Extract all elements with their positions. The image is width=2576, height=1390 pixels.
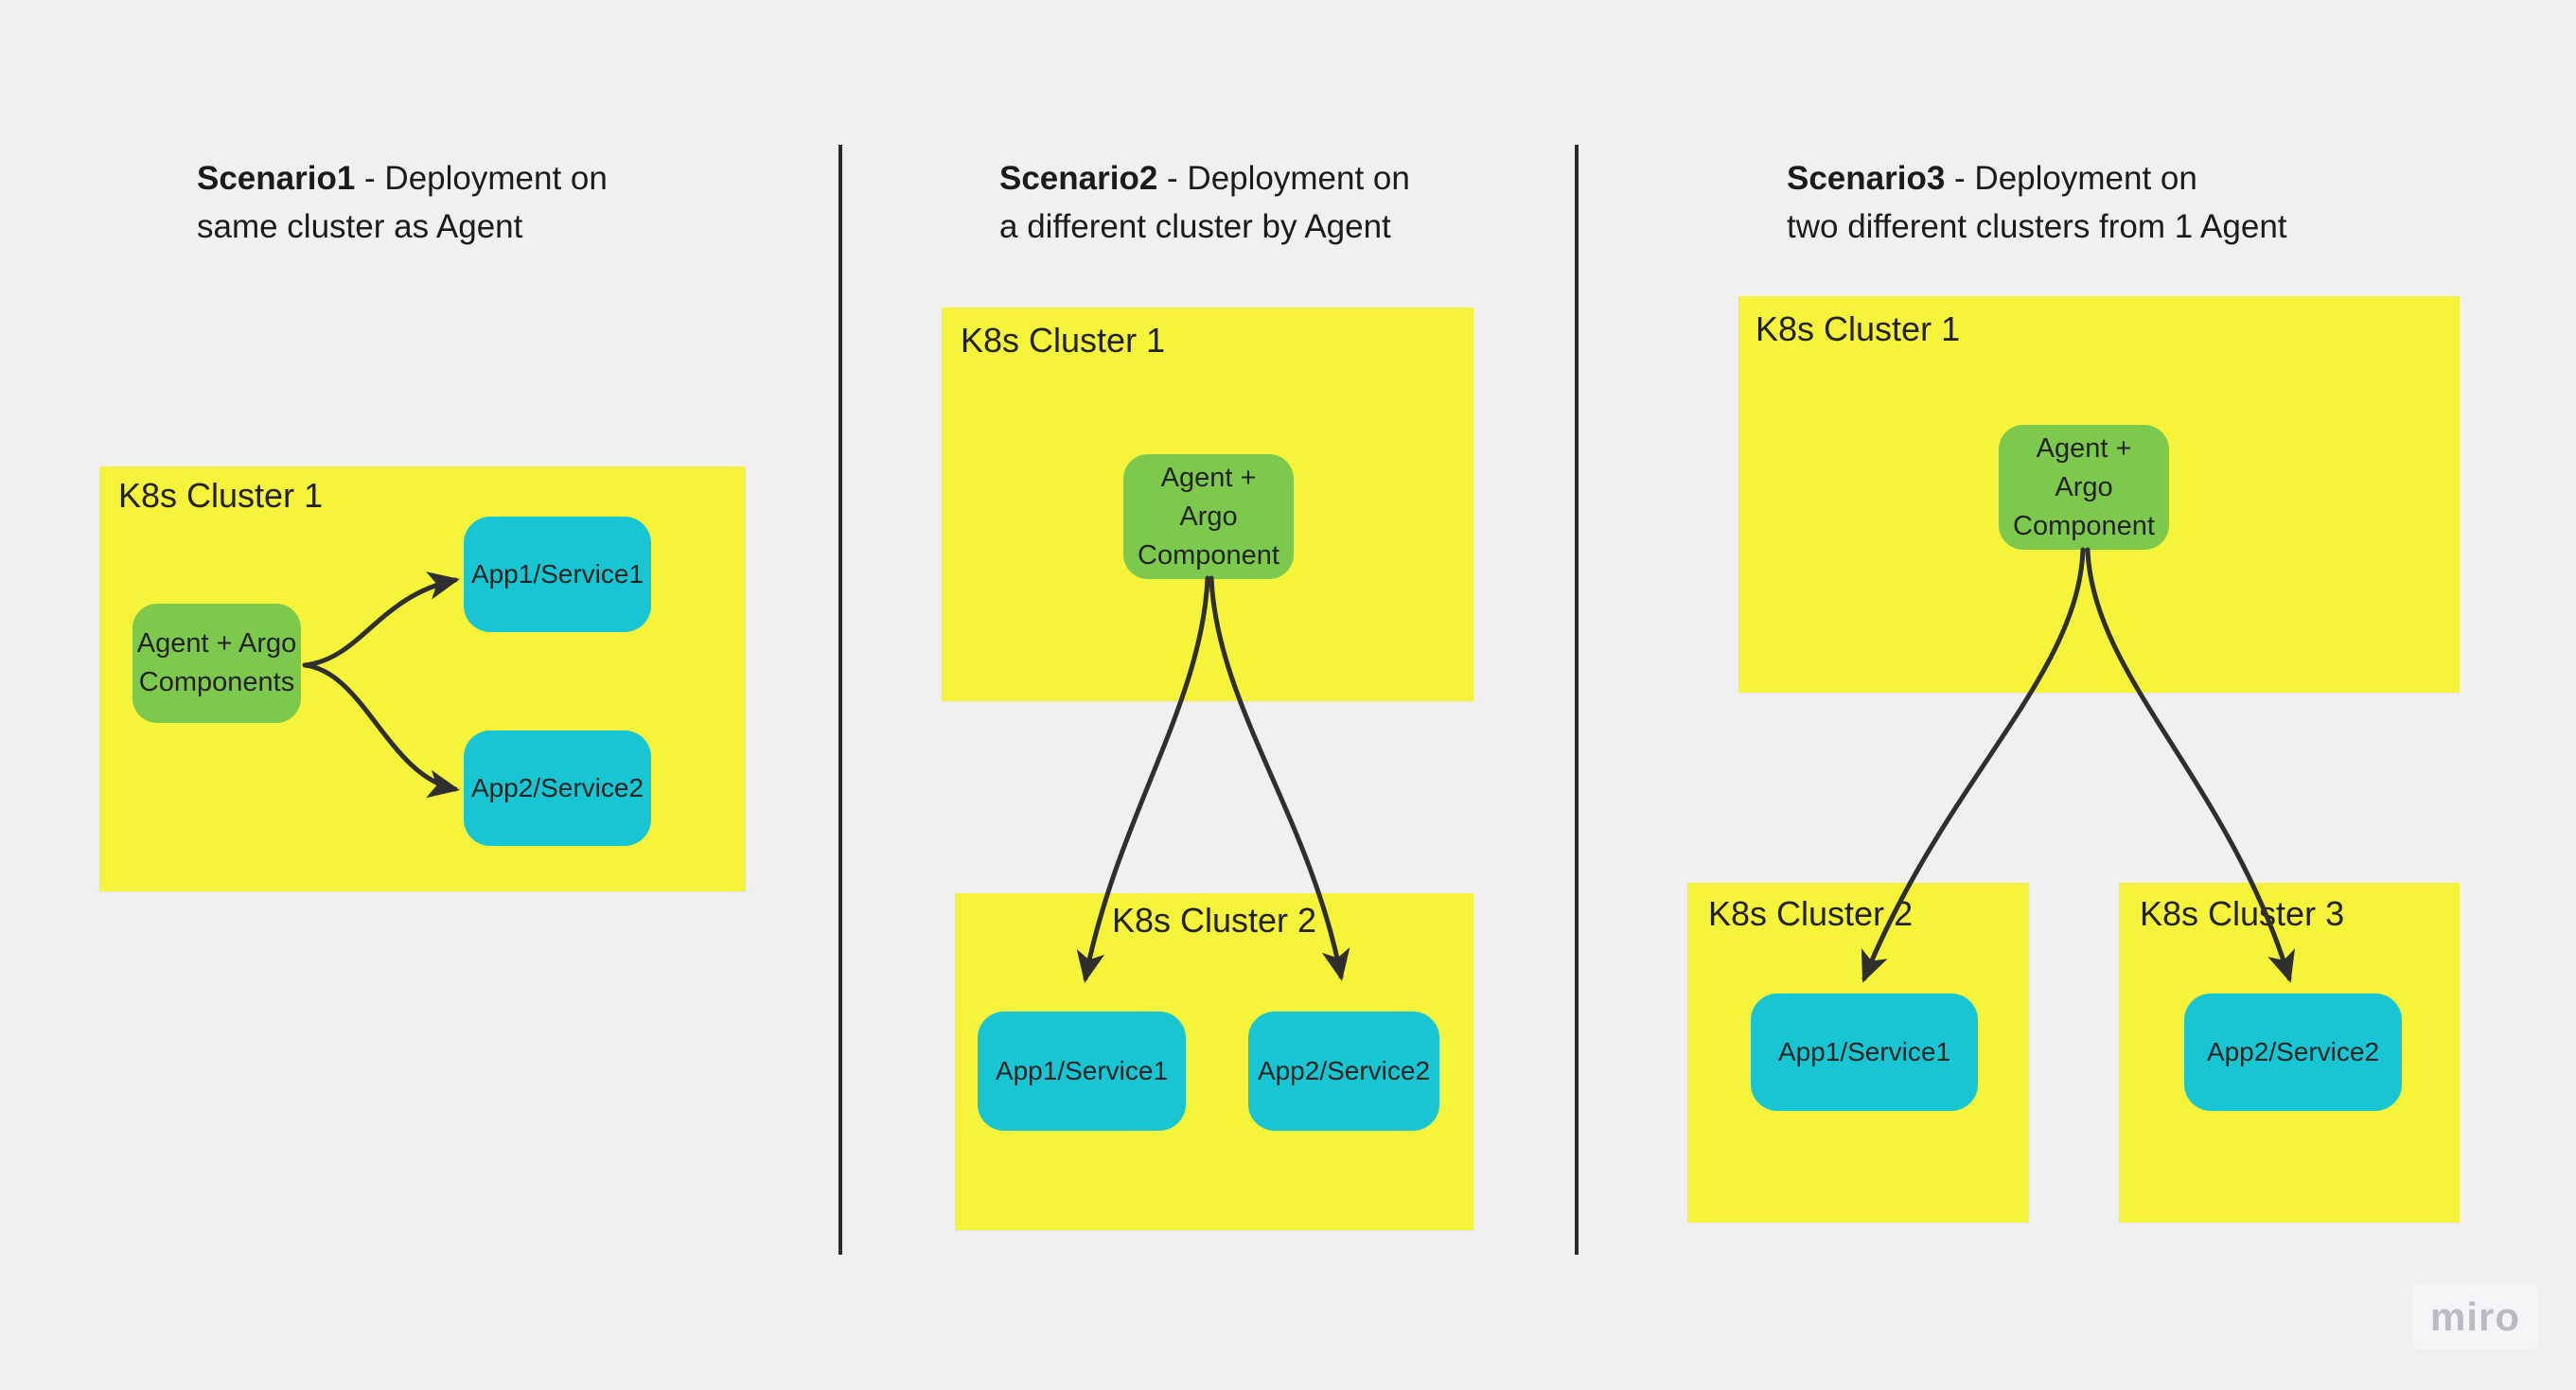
s3-agent-label-line2: Argo	[2055, 471, 2113, 502]
scenario3-title-line1: Scenario3 - Deployment on	[1787, 154, 2287, 202]
s3-app1-label: App1/Service1	[1777, 1037, 1951, 1066]
s1-agent-label-line1: Agent + Argo	[136, 628, 297, 659]
s2-agent-label-line1: Agent +	[1160, 462, 1257, 493]
miro-watermark-label: miro	[2429, 1293, 2520, 1339]
s3-cluster3-label: K8s Cluster 3	[2140, 894, 2345, 933]
s2-agent-label-line3: Component	[1138, 539, 1279, 571]
s3-agent-label-line1: Agent +	[2036, 432, 2132, 464]
scenario2-title-bold: Scenario2	[999, 160, 1158, 197]
s1-agent-node[interactable]: Agent + Argo Components	[132, 604, 301, 723]
scenario1-title-rest: - Deployment on	[355, 160, 608, 197]
s2-app2-label: App2/Service2	[1257, 1056, 1431, 1085]
scenario2-title-line1: Scenario2 - Deployment on	[999, 154, 1410, 202]
s1-app2-label: App2/Service2	[470, 773, 644, 802]
s3-agent-node[interactable]: Agent + Argo Component	[1999, 425, 2169, 550]
s2-app1-node[interactable]: App1/Service1	[978, 1012, 1186, 1131]
scenario3-title-bold: Scenario3	[1787, 160, 1946, 197]
s3-app1-node[interactable]: App1/Service1	[1751, 994, 1978, 1111]
s2-agent-label-line2: Argo	[1179, 501, 1238, 532]
s1-app2-node[interactable]: App2/Service2	[464, 730, 651, 846]
scenario2-title-line2: a different cluster by Agent	[999, 208, 1391, 245]
s1-cluster1-label: K8s Cluster 1	[118, 476, 324, 515]
scenario1-title-line1: Scenario1 - Deployment on	[197, 154, 608, 202]
s1-app1-label: App1/Service1	[470, 559, 644, 589]
s2-cluster2-label: K8s Cluster 2	[1111, 901, 1317, 940]
s3-app2-node[interactable]: App2/Service2	[2184, 994, 2402, 1111]
scenario1-title-line2: same cluster as Agent	[197, 208, 523, 245]
s1-agent-label-line2: Components	[138, 667, 295, 697]
s2-app2-node[interactable]: App2/Service2	[1248, 1012, 1439, 1131]
miro-watermark-badge[interactable]: miro	[2412, 1284, 2538, 1349]
s2-app1-label: App1/Service1	[995, 1056, 1169, 1085]
scenario1-title-bold: Scenario1	[197, 160, 356, 197]
scenario3-title-line2: two different clusters from 1 Agent	[1787, 208, 2287, 245]
scenario2-title-rest: - Deployment on	[1157, 160, 1410, 197]
s3-cluster2-label: K8s Cluster 2	[1708, 894, 1914, 933]
s3-app2-label: App2/Service2	[2206, 1037, 2380, 1066]
s3-cluster1-label: K8s Cluster 1	[1756, 309, 1961, 348]
s1-app1-node[interactable]: App1/Service1	[464, 517, 651, 632]
divider-line-1[interactable]	[838, 145, 842, 1255]
scenario3-title[interactable]: Scenario3 - Deployment on two different …	[1787, 154, 2287, 251]
s2-cluster1-label: K8s Cluster 1	[961, 321, 1166, 360]
scenario1-title[interactable]: Scenario1 - Deployment on same cluster a…	[197, 154, 608, 251]
s3-agent-label-line3: Component	[2013, 510, 2155, 541]
scenario3-title-rest: - Deployment on	[1945, 160, 2197, 197]
scenario2-title[interactable]: Scenario2 - Deployment on a different cl…	[999, 154, 1410, 251]
s2-agent-node[interactable]: Agent + Argo Component	[1123, 454, 1294, 579]
divider-line-2[interactable]	[1575, 145, 1579, 1255]
